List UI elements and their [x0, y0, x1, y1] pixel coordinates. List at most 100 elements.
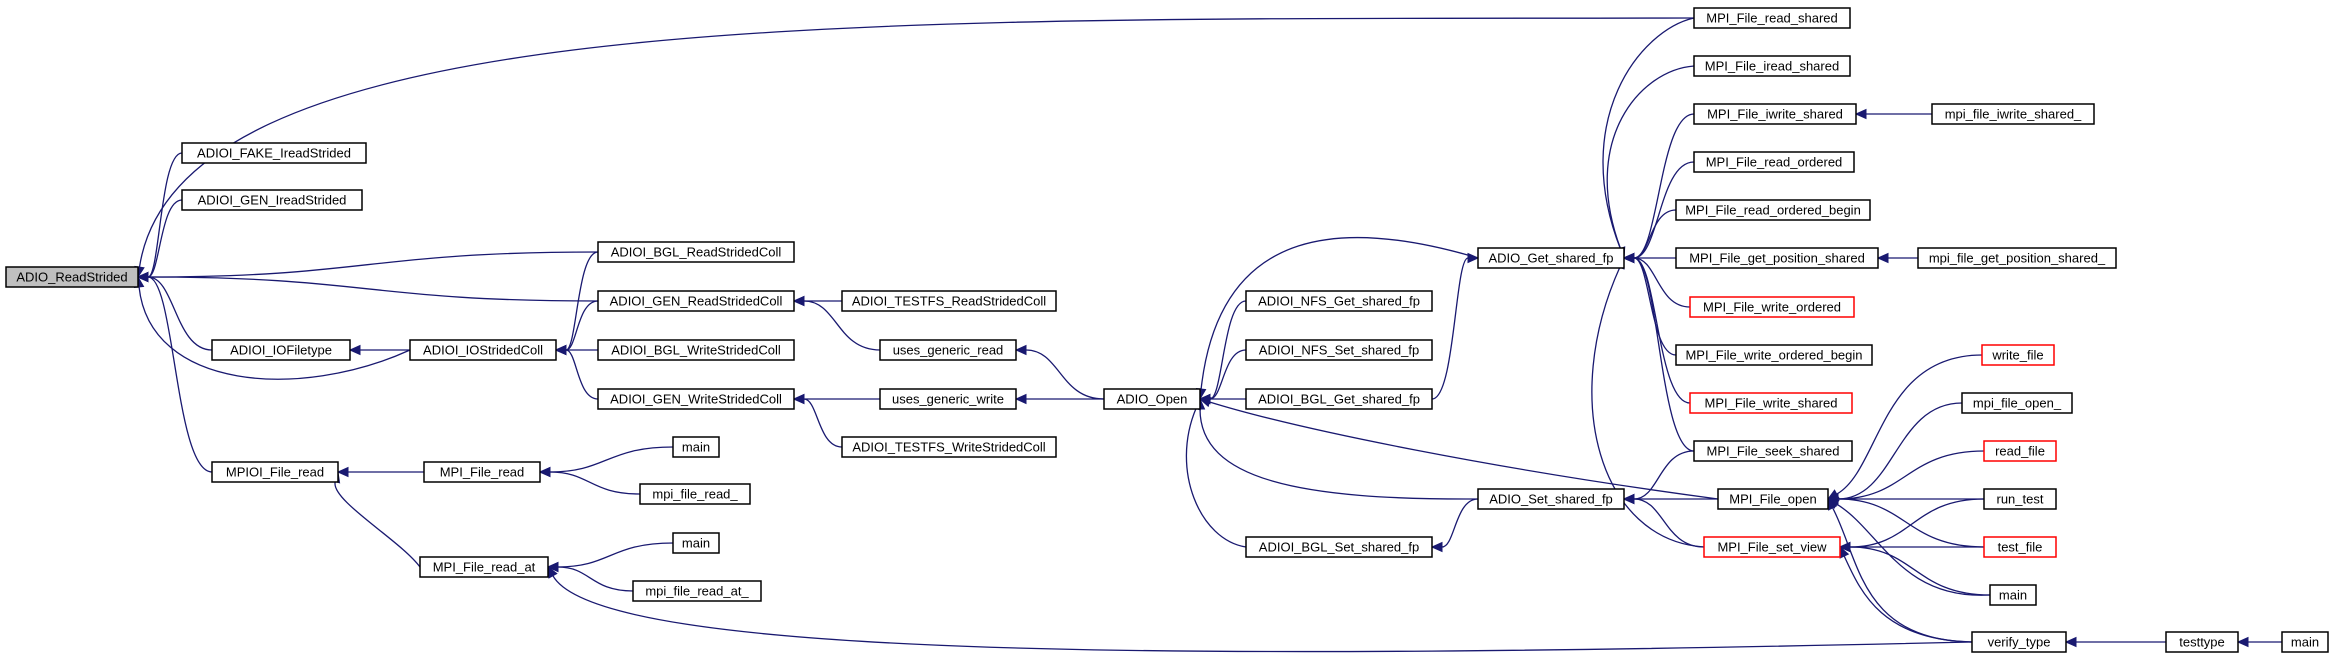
node-mpi-file-get-position-shared-[interactable]: mpi_file_get_position_shared_: [1917, 247, 2117, 269]
edge-line: [1200, 236, 1479, 390]
node-adioi-bgl-readstridedcoll[interactable]: ADIOI_BGL_ReadStridedColl: [597, 241, 795, 263]
node-label: MPIOI_File_read: [226, 465, 324, 480]
node-mpi-file-open[interactable]: MPI_File_open: [1717, 488, 1829, 510]
node-label: test_file: [1998, 540, 2043, 555]
node-mpi-file-write-ordered-begin[interactable]: MPI_File_write_ordered_begin: [1675, 344, 1873, 366]
node-adioi-gen-ireadstrided[interactable]: ADIOI_GEN_IreadStrided: [181, 189, 363, 211]
node-box: [1931, 103, 2095, 125]
node-label: ADIOI_GEN_IreadStrided: [198, 193, 347, 208]
node-box: [879, 388, 1017, 410]
node-uses-generic-write[interactable]: uses_generic_write: [879, 388, 1017, 410]
edge-line: [147, 276, 599, 302]
call-edge-mpi_file_set_view-to-adio_set_shared_fp: [1622, 493, 1705, 548]
node-mpi-file-iwrite-shared-[interactable]: mpi_file_iwrite_shared_: [1931, 103, 2095, 125]
node-mpi-file-get-position-shared[interactable]: MPI_File_get_position_shared: [1675, 247, 1879, 269]
node-mpi-file-set-view[interactable]: MPI_File_set_view: [1703, 536, 1841, 558]
node-adioi-testfs-readstridedcoll[interactable]: ADIOI_TESTFS_ReadStridedColl: [841, 290, 1057, 312]
node-test-file[interactable]: test_file: [1983, 536, 2057, 558]
node-adio-open[interactable]: ADIO_Open: [1103, 388, 1201, 410]
node-testtype[interactable]: testtype: [2165, 631, 2239, 653]
node-label: ADIO_Open: [1117, 392, 1188, 407]
node-mpi-file-read-[interactable]: mpi_file_read_: [639, 483, 751, 505]
edge-line: [1591, 266, 1705, 548]
node-box: [2281, 631, 2329, 653]
node-adioi-iofiletype[interactable]: ADIOI_IOFiletype: [211, 339, 351, 361]
edge-arrowhead: [792, 393, 805, 405]
edge-arrowhead: [546, 561, 559, 573]
node-mpi-file-iread-shared[interactable]: MPI_File_iread_shared: [1693, 55, 1851, 77]
node-label: MPI_File_read_at: [433, 560, 536, 575]
edge-arrowhead: [136, 271, 149, 283]
node-adioi-bgl-get-shared-fp[interactable]: ADIOI_BGL_Get_shared_fp: [1245, 388, 1433, 410]
node-run-test[interactable]: run_test: [1983, 488, 2057, 510]
node-label: write_file: [1991, 348, 2043, 363]
edge-line: [138, 286, 411, 380]
node-label: ADIOI_BGL_Get_shared_fp: [1258, 392, 1420, 407]
node-mpioi-file-read[interactable]: MPIOI_File_read: [211, 461, 339, 483]
edge-arrowhead: [554, 344, 567, 356]
node-main-1[interactable]: main: [672, 436, 720, 458]
node-label: ADIOI_IOStridedColl: [423, 343, 543, 358]
node-label: MPI_File_set_view: [1717, 540, 1827, 555]
edge-arrowhead: [1014, 393, 1027, 405]
node-mpi-file-open-[interactable]: mpi_file_open_: [1961, 392, 2073, 414]
node-main-4[interactable]: main: [2281, 631, 2329, 653]
edge-line: [1633, 257, 1691, 308]
node-label: ADIO_Set_shared_fp: [1489, 492, 1613, 507]
node-mpi-file-read-ordered-begin[interactable]: MPI_File_read_ordered_begin: [1675, 199, 1871, 221]
node-label: main: [682, 440, 710, 455]
call-edge-mpi_file_open-to-adio_open: [1198, 397, 1719, 500]
node-adioi-gen-readstridedcoll[interactable]: ADIOI_GEN_ReadStridedColl: [597, 290, 795, 312]
call-edge-adio_set_shared_fp-to-adioi_bgl_set_shared_fp: [1430, 498, 1479, 553]
node-adioi-nfs-set-shared-fp[interactable]: ADIOI_NFS_Set_shared_fp: [1245, 339, 1433, 361]
node-label: MPI_File_read_ordered_begin: [1685, 203, 1861, 218]
edge-line: [1843, 555, 1973, 643]
node-mpi-file-read-ordered[interactable]: MPI_File_read_ordered: [1693, 151, 1855, 173]
node-mpi-file-write-ordered[interactable]: MPI_File_write_ordered: [1689, 296, 1855, 318]
node-mpi-file-iwrite-shared[interactable]: MPI_File_iwrite_shared: [1693, 103, 1857, 125]
node-label: mpi_file_open_: [1973, 396, 2062, 411]
node-label: MPI_File_iwrite_shared: [1707, 107, 1843, 122]
node-label: main: [1999, 588, 2027, 603]
node-box: [597, 339, 795, 361]
node-uses-generic-read[interactable]: uses_generic_read: [879, 339, 1017, 361]
node-verify-type[interactable]: verify_type: [1971, 631, 2067, 653]
node-box: [1245, 290, 1433, 312]
node-adioi-nfs-get-shared-fp[interactable]: ADIOI_NFS_Get_shared_fp: [1245, 290, 1433, 312]
node-adioi-bgl-set-shared-fp[interactable]: ADIOI_BGL_Set_shared_fp: [1245, 536, 1433, 558]
node-box: [181, 142, 367, 164]
node-main-3[interactable]: main: [1989, 584, 2037, 606]
node-mpi-file-seek-shared[interactable]: MPI_File_seek_shared: [1693, 440, 1853, 462]
call-edge-mpi_file_read_shared-to-adio_get_shared_fp: [1602, 17, 1695, 260]
call-edge-test_file-to-mpi_file_open: [1826, 493, 1985, 548]
node-box: [1689, 296, 1855, 318]
edge-line: [1209, 401, 1719, 500]
node-adioi-bgl-writestridedcoll[interactable]: ADIOI_BGL_WriteStridedColl: [597, 339, 795, 361]
call-edge-adioi_fake_ireadstrided-to-adio_readstrided: [136, 152, 183, 283]
edge-line: [147, 276, 213, 351]
node-adio-set-shared-fp[interactable]: ADIO_Set_shared_fp: [1477, 488, 1625, 510]
node-box: [672, 532, 720, 554]
node-mpi-file-write-shared[interactable]: MPI_File_write_shared: [1689, 392, 1853, 414]
node-adioi-gen-writestridedcoll[interactable]: ADIOI_GEN_WriteStridedColl: [597, 388, 795, 410]
node-adioi-fake-ireadstrided[interactable]: ADIOI_FAKE_IreadStrided: [181, 142, 367, 164]
edge-line: [1633, 257, 1691, 404]
node-write-file[interactable]: write_file: [1981, 344, 2055, 366]
node-adio-get-shared-fp[interactable]: ADIO_Get_shared_fp: [1477, 247, 1625, 269]
call-edge-mpi_file_read_-to-mpi_file_read: [538, 466, 641, 495]
node-mpi-file-read[interactable]: MPI_File_read: [423, 461, 541, 483]
node-adioi-testfs-writestridedcoll[interactable]: ADIOI_TESTFS_WriteStridedColl: [841, 436, 1057, 458]
call-edge-adio_get_shared_fp-to-adio_open: [1195, 236, 1479, 401]
node-mpi-file-read-at[interactable]: MPI_File_read_at: [419, 556, 549, 578]
edge-line: [334, 481, 421, 568]
node-main-2[interactable]: main: [672, 532, 720, 554]
node-label: ADIOI_BGL_WriteStridedColl: [611, 343, 781, 358]
node-adioi-iostridedcoll[interactable]: ADIOI_IOStridedColl: [409, 339, 557, 361]
node-label: mpi_file_get_position_shared_: [1929, 251, 2106, 266]
node-read-file[interactable]: read_file: [1983, 440, 2057, 462]
node-mpi-file-read-at-[interactable]: mpi_file_read_at_: [632, 580, 762, 602]
node-label: MPI_File_get_position_shared: [1689, 251, 1865, 266]
edge-line: [803, 300, 881, 351]
node-mpi-file-read-shared[interactable]: MPI_File_read_shared: [1693, 7, 1851, 29]
node-box: [672, 436, 720, 458]
